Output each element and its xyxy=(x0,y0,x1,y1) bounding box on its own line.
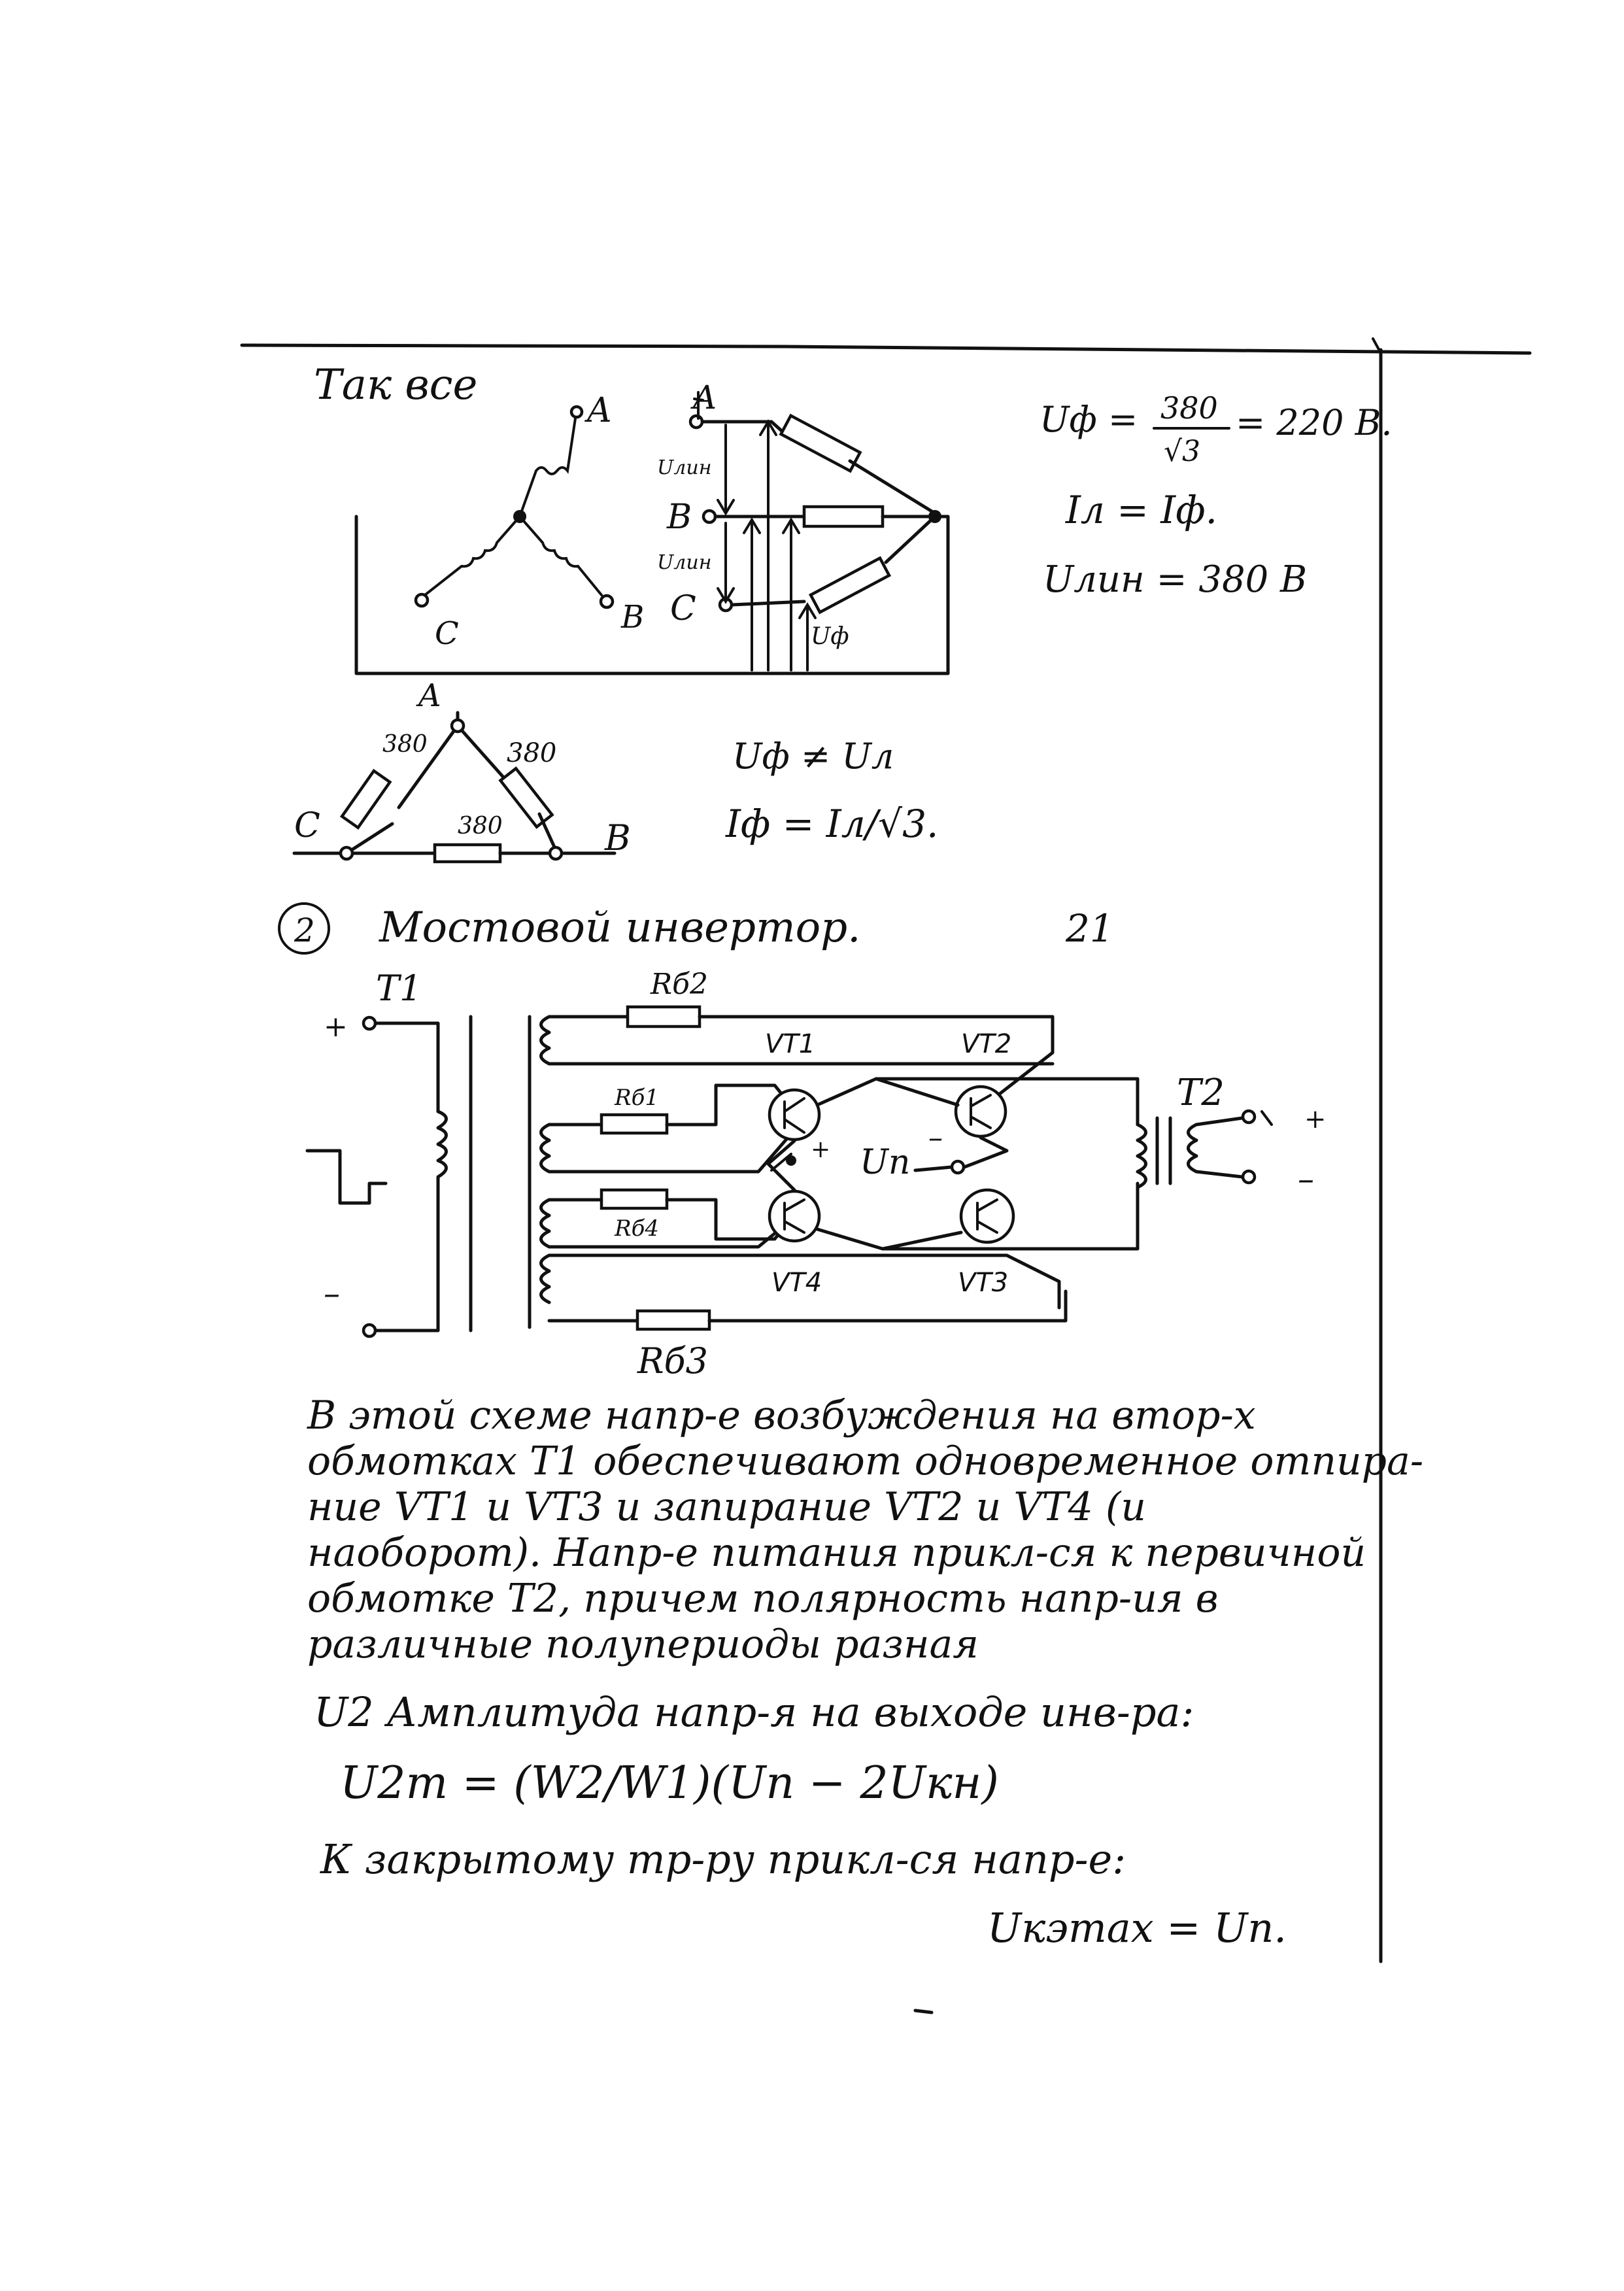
svg-text:A: A xyxy=(416,677,441,714)
amplitude-formula: U2m = (W2/W1)(Uп − 2Uкн) xyxy=(340,1757,999,1809)
svg-text:+: + xyxy=(811,1136,830,1163)
svg-text:B: B xyxy=(604,817,631,858)
svg-text:√3: √3 xyxy=(1164,435,1200,468)
svg-text:–: – xyxy=(324,1274,340,1312)
phase-wiring-diagram: A B C Uлин Uлин Uф xyxy=(657,379,941,671)
svg-text:Rб4: Rб4 xyxy=(614,1215,659,1242)
svg-text:380: 380 xyxy=(1160,390,1218,426)
star-diagram: A C B xyxy=(414,391,644,652)
svg-text:C: C xyxy=(294,806,320,845)
amplitude-heading: U2 Амплитуда напр-я на выходе инв-ра: xyxy=(314,1688,1194,1736)
uph-neq-ul: Uф ≠ Uл xyxy=(732,736,894,777)
svg-text:VT2: VT2 xyxy=(961,1029,1011,1059)
phase-voltage-formula: Uф = 380 √3 = 220 В. xyxy=(1040,390,1393,468)
delta-diagram: A C B 380 380 380 xyxy=(292,677,631,864)
explanation-paragraph: В этой схеме напр-е возбуждения на втор-… xyxy=(307,1393,1423,1667)
svg-text:380: 380 xyxy=(458,813,503,840)
section-number: 2 xyxy=(294,911,315,949)
svg-text:T1: T1 xyxy=(376,968,422,1009)
top-rule-line xyxy=(240,343,1532,355)
svg-text:–: – xyxy=(1298,1160,1314,1198)
iph-formula: Iф = Iл/√3. xyxy=(725,802,938,846)
svg-text:+: + xyxy=(1304,1104,1327,1134)
paragraph-line: различные полупериоды разная xyxy=(307,1621,979,1667)
bridge-inverter-schematic: T1 + – xyxy=(305,968,1327,1382)
svg-text:380: 380 xyxy=(507,738,556,768)
line-voltage-formula: Uлин = 380 В xyxy=(1043,558,1307,601)
svg-text:= 220 В.: = 220 В. xyxy=(1236,402,1393,443)
svg-text:Rб2: Rб2 xyxy=(650,968,708,1001)
svg-text:Uлин: Uлин xyxy=(657,551,711,574)
svg-text:Uф =: Uф = xyxy=(1040,399,1138,440)
svg-text:C: C xyxy=(670,589,696,628)
svg-text:Uф: Uф xyxy=(811,623,849,650)
paragraph-line: ние VT1 и VT3 и запирание VT2 и VT4 (и xyxy=(307,1484,1146,1530)
heading-tak-vse: Так все xyxy=(314,361,477,409)
svg-text:B: B xyxy=(666,498,692,537)
svg-text:Rб3: Rб3 xyxy=(637,1340,708,1382)
svg-text:A: A xyxy=(584,391,612,430)
svg-text:VT1: VT1 xyxy=(765,1029,815,1059)
paragraph-line: обмотке T2, причем полярность напр-ия в xyxy=(307,1576,1219,1621)
svg-text:VT3: VT3 xyxy=(958,1268,1008,1298)
paragraph-line: В этой схеме напр-е возбуждения на втор-… xyxy=(307,1393,1256,1438)
svg-text:–: – xyxy=(928,1121,943,1155)
closed-transistor-formula: Uкэmax = Uп. xyxy=(987,1904,1287,1952)
svg-text:Uлин: Uлин xyxy=(657,456,711,479)
paragraph-line: наоборот). Напр-е питания прикл-ся к пер… xyxy=(307,1530,1366,1576)
svg-text:380: 380 xyxy=(382,731,428,758)
closed-transistor-heading: К закрытому тр-ру прикл-ся напр-е: xyxy=(320,1835,1126,1883)
page-mark: 21 xyxy=(1065,906,1114,951)
section-number-circle xyxy=(278,902,330,955)
svg-text:A: A xyxy=(690,379,717,416)
svg-text:VT4: VT4 xyxy=(771,1268,822,1298)
paragraph-line: обмотках T1 обеспечивают одновременное о… xyxy=(307,1438,1423,1484)
svg-text:Rб1: Rб1 xyxy=(614,1085,659,1111)
svg-text:+: + xyxy=(324,1010,348,1044)
stray-mark xyxy=(913,2009,934,2014)
svg-text:C: C xyxy=(435,615,459,652)
line-current-formula: Iл = Iф. xyxy=(1065,488,1217,532)
section-title: Мостовой инвертор. xyxy=(379,904,860,952)
svg-text:Uп: Uп xyxy=(860,1143,910,1182)
svg-text:T2: T2 xyxy=(1177,1072,1225,1114)
svg-text:B: B xyxy=(620,599,644,636)
